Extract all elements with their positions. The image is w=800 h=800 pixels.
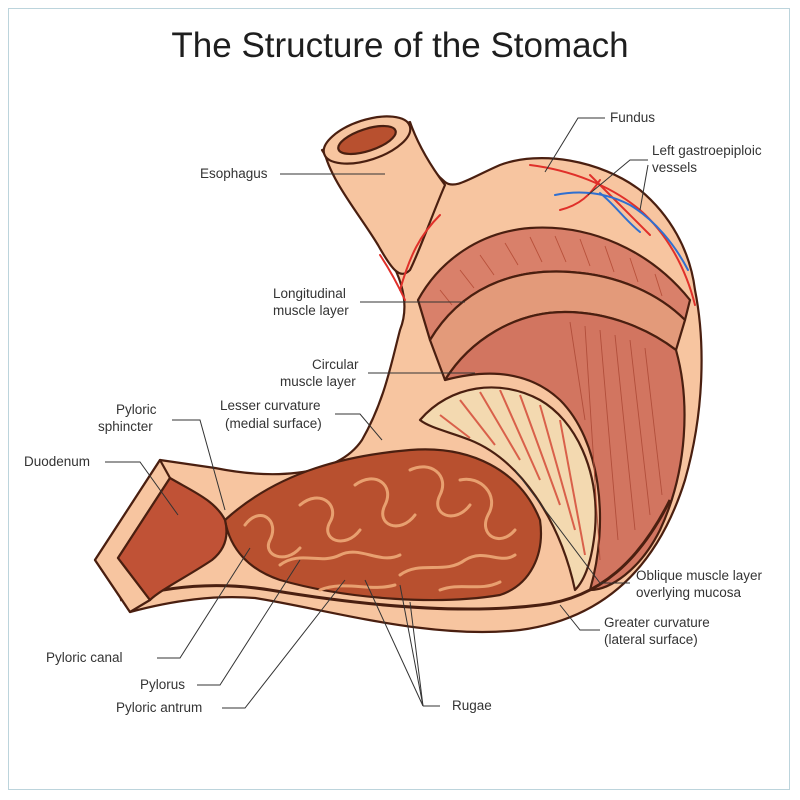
leader-lines [105, 117, 649, 709]
label-pyloric-sphincter-2: sphincter [98, 419, 153, 434]
label-longitudinal-1: Longitudinal [273, 286, 346, 301]
label-oblique-2: overlying mucosa [636, 585, 742, 600]
label-lesser-curvature-2: (medial surface) [225, 416, 322, 431]
diagram-frame [8, 8, 790, 790]
oblique-fibers [439, 389, 586, 556]
inner-wall-rim [119, 499, 672, 611]
muscle-interior-fibers [569, 321, 663, 561]
label-left-gastroepiploic-2: vessels [652, 160, 697, 175]
rugae-folds [243, 465, 517, 592]
label-circular-2: muscle layer [280, 374, 356, 389]
label-pyloric-canal: Pyloric canal [46, 650, 123, 665]
duodenum-lumen [116, 476, 228, 602]
label-oblique-1: Oblique muscle layer [636, 568, 763, 583]
label-esophagus: Esophagus [200, 166, 268, 181]
muscle-interior [443, 310, 686, 592]
label-pyloric-sphincter-1: Pyloric [116, 402, 157, 417]
oblique-muscle-region [418, 386, 597, 592]
label-longitudinal-2: muscle layer [273, 303, 349, 318]
labels: Fundus Left gastroepiploic vessels Esoph… [24, 110, 763, 715]
label-pylorus: Pylorus [140, 677, 185, 692]
label-greater-curvature-1: Greater curvature [604, 615, 710, 630]
label-left-gastroepiploic-1: Left gastroepiploic [652, 143, 762, 158]
label-pyloric-antrum: Pyloric antrum [116, 700, 202, 715]
label-rugae: Rugae [452, 698, 492, 713]
stomach-illustration [93, 115, 703, 634]
label-duodenum: Duodenum [24, 454, 90, 469]
esophagus-lumen [337, 124, 397, 156]
diagram-title: The Structure of the Stomach [171, 26, 629, 65]
label-lesser-curvature-1: Lesser curvature [220, 398, 321, 413]
label-circular-1: Circular [312, 357, 359, 372]
label-greater-curvature-2: (lateral surface) [604, 632, 698, 647]
label-fundus: Fundus [610, 110, 655, 125]
